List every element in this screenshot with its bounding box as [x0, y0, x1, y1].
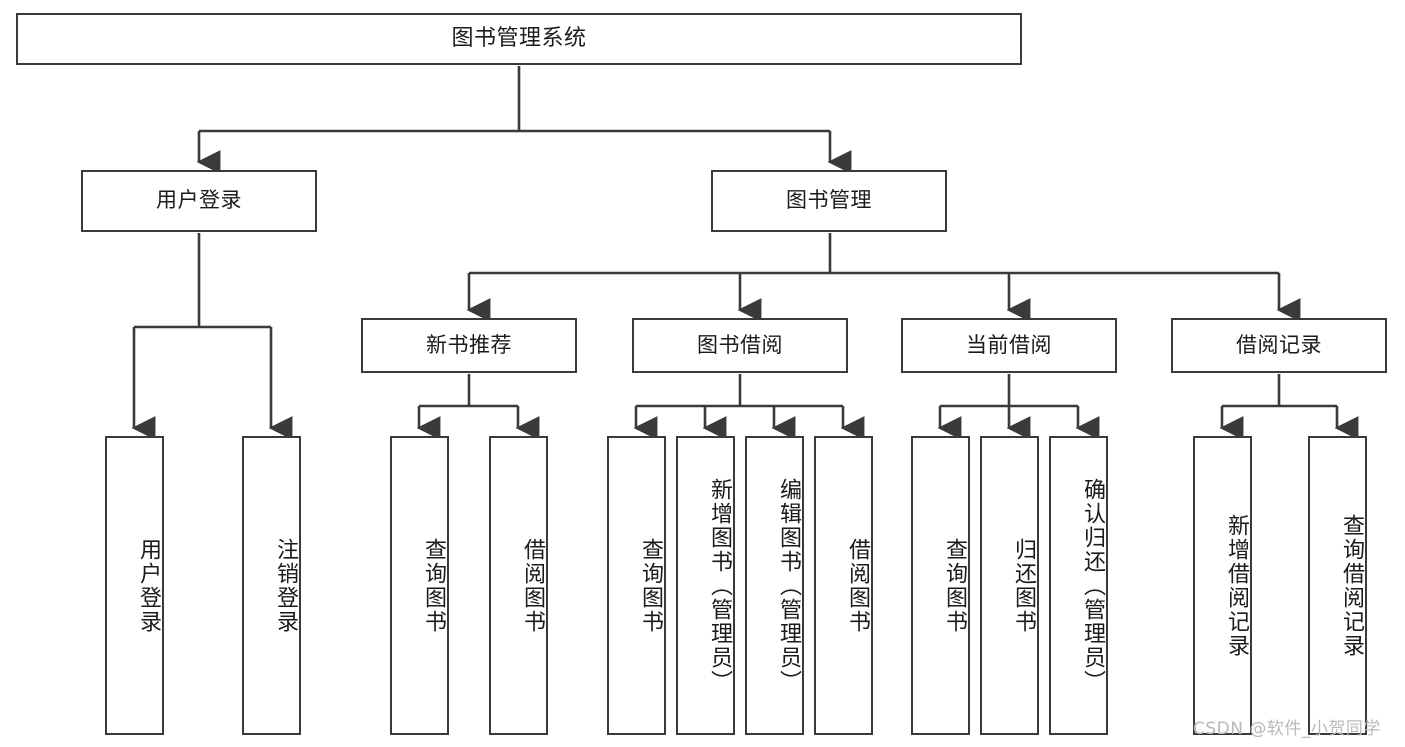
- node-label: 查询图书: [942, 537, 967, 634]
- node-label: 查询图书: [421, 537, 446, 634]
- node-label: 图书管理: [786, 188, 872, 213]
- csdn-watermark: CSDN @软件_小贺同学: [1193, 719, 1381, 739]
- node-label: 借阅记录: [1236, 332, 1322, 357]
- node-label: 编辑图书（管理员）: [776, 477, 801, 694]
- node-label: 借阅图书: [845, 537, 870, 634]
- leaf-current-borrow-return-book[interactable]: 归还图书: [980, 436, 1039, 735]
- node-book-management[interactable]: 图书管理: [711, 170, 947, 232]
- node-label: 图书管理系统: [451, 25, 587, 51]
- node-label: 当前借阅: [966, 332, 1052, 357]
- node-label: 用户登录: [156, 188, 242, 213]
- leaf-book-borrow-add-book-admin[interactable]: 新增图书（管理员）: [676, 436, 735, 735]
- node-label: 确认归还（管理员）: [1080, 477, 1105, 694]
- leaf-book-borrow-query-book[interactable]: 查询图书: [607, 436, 666, 735]
- leaf-borrow-record-query-record[interactable]: 查询借阅记录: [1308, 436, 1367, 735]
- node-label: 归还图书: [1011, 537, 1036, 634]
- leaf-new-book-borrow-book[interactable]: 借阅图书: [489, 436, 548, 735]
- leaf-new-book-query-book[interactable]: 查询图书: [390, 436, 449, 735]
- leaf-book-borrow-borrow-book[interactable]: 借阅图书: [814, 436, 873, 735]
- node-label: 查询借阅记录: [1339, 513, 1364, 658]
- node-root-book-management-system[interactable]: 图书管理系统: [16, 13, 1022, 65]
- node-borrow-record[interactable]: 借阅记录: [1171, 318, 1387, 373]
- node-label: 图书借阅: [697, 332, 783, 357]
- node-label: 新增图书（管理员）: [707, 477, 732, 694]
- node-user-login[interactable]: 用户登录: [81, 170, 317, 232]
- leaf-book-borrow-edit-book-admin[interactable]: 编辑图书（管理员）: [745, 436, 804, 735]
- node-book-borrow[interactable]: 图书借阅: [632, 318, 848, 373]
- node-label: 查询图书: [638, 537, 663, 634]
- node-label: 新增借阅记录: [1224, 513, 1249, 658]
- leaf-user-login-login[interactable]: 用户登录: [105, 436, 164, 735]
- node-current-borrow[interactable]: 当前借阅: [901, 318, 1117, 373]
- node-new-book-recommend[interactable]: 新书推荐: [361, 318, 577, 373]
- node-label: 用户登录: [136, 537, 161, 634]
- leaf-current-borrow-confirm-return-admin[interactable]: 确认归还（管理员）: [1049, 436, 1108, 735]
- leaf-borrow-record-add-record[interactable]: 新增借阅记录: [1193, 436, 1252, 735]
- node-label: 借阅图书: [520, 537, 545, 634]
- node-label: 注销登录: [273, 537, 298, 634]
- leaf-current-borrow-query-book[interactable]: 查询图书: [911, 436, 970, 735]
- leaf-user-login-logout[interactable]: 注销登录: [242, 436, 301, 735]
- node-label: 新书推荐: [426, 332, 512, 357]
